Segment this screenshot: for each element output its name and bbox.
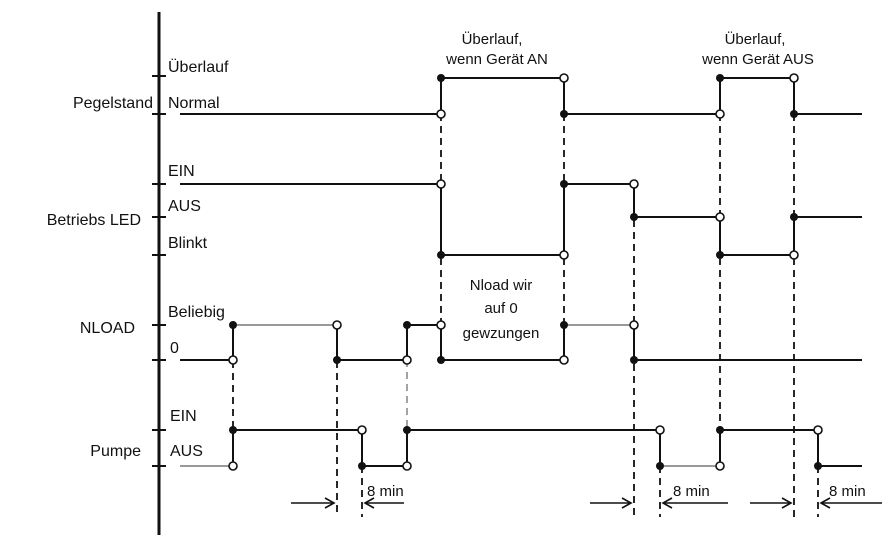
transition-dots <box>229 74 822 470</box>
svg-text:Überlauf,: Überlauf, <box>725 30 786 48</box>
waveform-pegelstand <box>180 77 862 115</box>
waveform-pumpe <box>180 429 862 467</box>
state-label-led-aus: AUS <box>168 198 201 215</box>
row-label-pumpe: Pumpe <box>90 443 141 460</box>
interval-marker-1: 8 min <box>291 483 404 509</box>
state-label-pumpe-aus: AUS <box>170 443 203 460</box>
svg-text:wenn Gerät AN: wenn Gerät AN <box>445 51 548 68</box>
axis-ticks <box>152 75 166 467</box>
annotation-overflow-off: Überlauf, wenn Gerät AUS <box>701 30 814 68</box>
state-label-pumpe-ein: EIN <box>170 408 197 425</box>
state-label-normal: Normal <box>168 95 220 112</box>
state-label-led-ein: EIN <box>168 163 195 180</box>
annotation-nload-forced: Nload wir auf 0 gewzungen <box>463 277 540 342</box>
annotation-overflow-on: Überlauf, wenn Gerät AN <box>445 30 548 68</box>
row-label-pegelstand: Pegelstand <box>73 95 153 112</box>
transition-rings <box>228 73 823 471</box>
row-label-nload: NLOAD <box>80 320 135 337</box>
interval-marker-3: 8 min <box>750 483 882 509</box>
svg-text:8 min: 8 min <box>829 483 866 500</box>
svg-text:wenn Gerät AUS: wenn Gerät AUS <box>701 51 814 68</box>
svg-text:Überlauf,: Überlauf, <box>462 30 523 48</box>
svg-text:8 min: 8 min <box>367 483 404 500</box>
svg-text:8 min: 8 min <box>673 483 710 500</box>
state-label-beliebig: Beliebig <box>168 304 225 321</box>
svg-text:Nload wir: Nload wir <box>470 277 533 294</box>
waveform-betriebs-led <box>180 183 862 256</box>
state-label-led-blinkt: Blinkt <box>168 235 208 252</box>
row-label-betriebs-led: Betriebs LED <box>47 212 141 229</box>
state-label-ueberlauf: Überlauf <box>168 58 229 76</box>
svg-text:gewzungen: gewzungen <box>463 325 540 342</box>
time-guides <box>232 78 819 517</box>
svg-text:auf 0: auf 0 <box>484 300 517 317</box>
interval-marker-2: 8 min <box>590 483 728 509</box>
state-label-null: 0 <box>170 340 179 357</box>
